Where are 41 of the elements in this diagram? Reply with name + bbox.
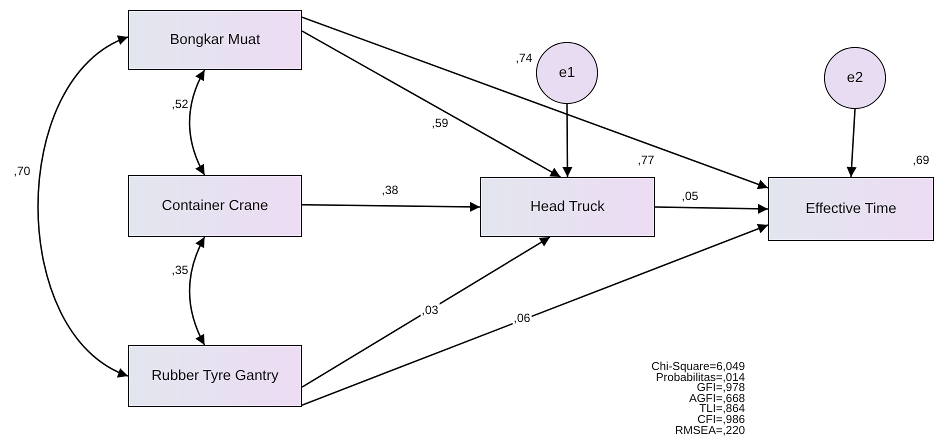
node-label: Effective Time — [806, 201, 896, 217]
node-label: e2 — [846, 70, 864, 86]
fit-statistic: GFI=,978 — [696, 383, 745, 394]
edge-label: ,38 — [380, 183, 400, 197]
covariance-arrow — [188, 236, 206, 346]
edge-label: ,06 — [512, 311, 532, 325]
fit-statistic: Chi-Square=6,049 — [651, 362, 745, 373]
coefficient-label: ,74 — [516, 52, 532, 64]
arrow — [654, 204, 768, 214]
coefficient-label: ,69 — [912, 154, 930, 166]
arrow — [302, 202, 480, 212]
node-label: e1 — [558, 65, 576, 81]
edge-label: ,59 — [430, 116, 450, 130]
arrow — [846, 108, 857, 178]
arrow — [562, 104, 572, 177]
edge-label: ,35 — [170, 263, 190, 277]
arrow — [302, 224, 768, 406]
variable-box — [480, 177, 655, 237]
node-label: Rubber Tyre Gantry — [151, 368, 279, 384]
variable-box — [128, 10, 302, 70]
arrow — [302, 236, 550, 388]
fit-statistic: RMSEA=,220 — [674, 426, 745, 436]
fit-statistic: TLI=,864 — [699, 404, 745, 415]
covariance-arrow — [37, 36, 128, 377]
variable-box — [128, 345, 302, 407]
node-label: Bongkar Muat — [170, 32, 260, 48]
node-label: Container Crane — [162, 198, 268, 214]
coefficient-label: ,77 — [638, 154, 654, 166]
arrow — [302, 16, 768, 190]
node-label: Head Truck — [530, 199, 605, 215]
fit-statistic: AGFI=,668 — [688, 394, 745, 404]
arrow — [302, 30, 561, 178]
variable-box — [768, 177, 934, 241]
edge-label: ,70 — [12, 164, 32, 178]
fit-statistic: CFI=,986 — [696, 414, 745, 426]
fit-statistic: Probabilitas=,014 — [656, 372, 745, 384]
edge-label: ,52 — [170, 97, 190, 111]
edge-label: ,05 — [680, 189, 700, 203]
variable-box — [128, 175, 302, 237]
edge-label: ,03 — [420, 303, 440, 317]
covariance-arrow — [188, 70, 206, 176]
